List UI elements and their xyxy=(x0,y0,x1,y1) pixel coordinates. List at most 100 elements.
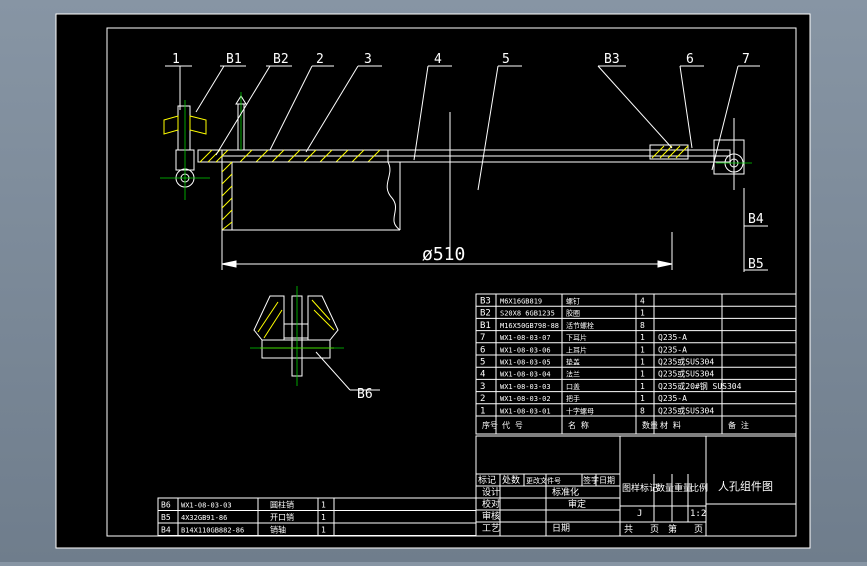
bom-cell-qty: 1 xyxy=(640,333,645,342)
review-label: 审核 xyxy=(482,510,500,522)
std-cell-code: B14X110GB882-86 xyxy=(181,527,244,535)
bom-cell-code: WX1-08-03-05 xyxy=(500,359,551,367)
rev-sign-header: 签字 xyxy=(583,475,599,485)
bom-cell-name: 垫盖 xyxy=(566,358,580,367)
bom-cell-no: 4 xyxy=(480,370,485,380)
bom-header-qty: 数量 xyxy=(642,420,658,430)
std-cell-name: 开口销 xyxy=(270,512,294,522)
outer-frame xyxy=(55,13,811,549)
leader-label-b3: B3 xyxy=(604,52,620,67)
bom-cell-code: WX1-08-03-04 xyxy=(500,371,551,379)
std-cell-name: 圆柱销 xyxy=(270,500,294,510)
std-cell-code: 4X32GB91-86 xyxy=(181,514,227,522)
bom-cell-no: 1 xyxy=(480,406,485,416)
bom-header-material: 材 料 xyxy=(660,420,681,430)
leader-label-3: 3 xyxy=(364,52,372,67)
bom-cell-qty: 8 xyxy=(640,321,645,330)
bom-cell-material: Q235-A xyxy=(658,394,687,403)
std-cell-no: B5 xyxy=(161,513,171,522)
stage-mark-label: 图样标记 xyxy=(622,482,658,494)
leader-labels: 1 B1 B2 2 3 4 5 B3 6 7 B4 B5 ø510 xyxy=(172,52,764,272)
bom-cell-name: 十字螺母 xyxy=(566,406,594,415)
leader-label-6: 6 xyxy=(686,52,694,67)
bom-cell-material: Q235或SUS304 xyxy=(658,369,714,379)
bom-cell-no: B2 xyxy=(480,309,491,319)
scale-value: 1:2 xyxy=(690,509,706,519)
bom-cell-no: 2 xyxy=(480,394,485,404)
bom-cell-qty: 1 xyxy=(640,394,645,403)
diameter-dimension: ø510 xyxy=(422,244,465,265)
std-cell-qty: 1 xyxy=(321,526,326,535)
bom-cell-qty: 1 xyxy=(640,358,645,367)
leader-label-1: 1 xyxy=(172,52,180,67)
bom-cell-material: Q235-A xyxy=(658,333,687,342)
rev-count-header: 处数 xyxy=(502,474,520,486)
side-label-b5: B5 xyxy=(748,257,764,272)
leader-label-5: 5 xyxy=(502,52,510,67)
leader-label-b1: B1 xyxy=(226,52,242,67)
rev-doc-header: 更改文件号 xyxy=(526,476,561,485)
leader-label-2: 2 xyxy=(316,52,324,67)
design-label: 设计 xyxy=(482,486,500,498)
drawing-title: 人孔组件图 xyxy=(718,479,773,493)
std-cell-code: WX1-08-03-03 xyxy=(181,502,232,510)
bom-cell-name: 把手 xyxy=(566,394,580,403)
bom-cell-code: WX1-08-03-03 xyxy=(500,383,551,391)
bom-cell-code: M16X50GB798-88 xyxy=(500,322,559,330)
drawing-canvas xyxy=(56,14,810,548)
quantity-label: 数量 xyxy=(656,482,674,494)
bom-cell-no: 6 xyxy=(480,345,485,355)
weight-label: 重量 xyxy=(674,482,692,494)
leader-label-b2: B2 xyxy=(273,52,289,67)
bom-cell-code: WX1-08-03-01 xyxy=(500,407,551,415)
bom-cell-name: 口盖 xyxy=(566,382,580,391)
bom-header-no: 序号 xyxy=(482,420,498,430)
bom-header-code: 代 号 xyxy=(502,420,523,430)
bom-cell-name: 法兰 xyxy=(566,370,580,379)
approve-label: 审定 xyxy=(568,498,586,510)
detail-label-b6: B6 xyxy=(357,387,373,402)
stage-value: J xyxy=(637,509,642,519)
bom-cell-no: 7 xyxy=(480,333,485,343)
sheet-unit-label-2: 页 xyxy=(694,524,703,535)
bom-cell-code: WX1-08-03-02 xyxy=(500,395,551,403)
std-cell-qty: 1 xyxy=(321,513,326,522)
bom-cell-material: Q235或SUS304 xyxy=(658,405,714,415)
sheet-no-label: 第 xyxy=(668,523,677,535)
bom-cell-code: M6X16GB819 xyxy=(500,298,542,306)
bom-header-name: 名 称 xyxy=(568,420,589,430)
bom-cell-name: 活节螺栓 xyxy=(566,321,594,330)
bom-cell-name: 螺钉 xyxy=(566,297,580,306)
bom-cell-qty: 8 xyxy=(640,406,645,415)
bom-cell-qty: 1 xyxy=(640,370,645,379)
detail-view-b6: B6 xyxy=(250,286,380,402)
date-label: 日期 xyxy=(552,523,570,534)
side-label-b4: B4 xyxy=(748,212,764,227)
bom-cell-qty: 4 xyxy=(640,297,645,306)
standardize-label: 标准化 xyxy=(552,486,579,498)
bom-cell-name: 下耳片 xyxy=(566,333,587,342)
bom-cell-code: S20X8 6GB1235 xyxy=(500,310,555,318)
sheet-unit-label: 页 xyxy=(650,524,659,535)
scale-label: 比例 xyxy=(690,482,708,494)
leader-label-7: 7 xyxy=(742,52,750,67)
bom-cell-no: B1 xyxy=(480,321,491,331)
bom-cell-code: WX1-08-03-06 xyxy=(500,346,551,354)
bom-cell-name: 胶圈 xyxy=(566,309,580,318)
bom-header-note: 备 注 xyxy=(728,420,749,430)
assembly-view xyxy=(160,65,768,272)
bom-cell-qty: 1 xyxy=(640,345,645,354)
total-sheets-label: 共 xyxy=(624,524,633,535)
process-label: 工艺 xyxy=(482,523,500,534)
rev-date-header: 日期 xyxy=(599,476,615,485)
bom-cell-material: Q235-A xyxy=(658,345,687,354)
bom-cell-qty: 1 xyxy=(640,309,645,318)
std-cell-no: B4 xyxy=(161,526,171,535)
std-cell-qty: 1 xyxy=(321,501,326,510)
bom-cell-name: 上耳片 xyxy=(566,345,587,354)
rev-mark-header: 标记 xyxy=(478,474,496,486)
check-label: 校对 xyxy=(482,498,500,510)
